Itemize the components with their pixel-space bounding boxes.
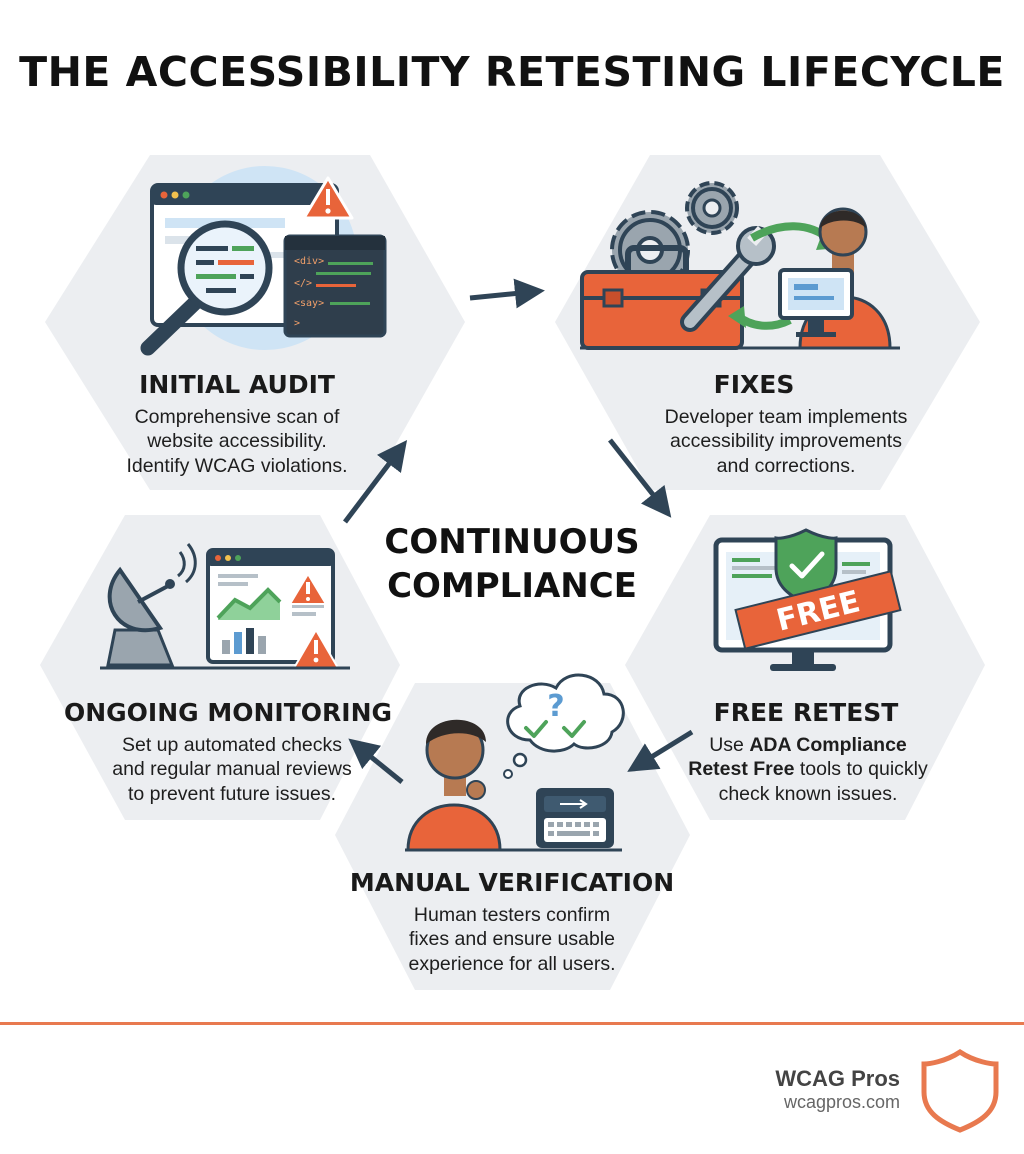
free-retest-text: Use <box>709 734 750 756</box>
free-retest-text: tools to quickly <box>794 758 928 781</box>
satellite-dish-icon <box>106 543 197 667</box>
code-line-2: </> <box>294 278 312 289</box>
ongoing-monitoring-heading: ONGOING MONITORING <box>63 698 393 727</box>
verification-illustration: ? <box>405 673 625 852</box>
code-line-1: <div> <box>294 256 324 267</box>
ongoing-monitoring-line: to prevent future issues. <box>127 782 337 805</box>
page-title: THE ACCESSIBILITY RETESTING LIFECYCLE <box>19 48 1005 96</box>
hex-manual-verification <box>335 683 690 990</box>
magnifier-icon <box>140 220 273 356</box>
shield-logo-icon <box>921 1048 999 1133</box>
gear-icon-small <box>685 181 739 235</box>
footer-divider <box>0 1022 1024 1025</box>
ongoing-monitoring-line: and regular manual reviews <box>112 758 352 781</box>
brand-url[interactable]: wcagpros.com <box>783 1092 900 1112</box>
arrow-retest-to-verification <box>627 729 694 772</box>
center-label-line: COMPLIANCE <box>387 566 637 607</box>
free-retest-description: Use ADA Compliance Retest Free tools to … <box>668 733 948 806</box>
free-retest-line-1: Use ADA Compliance <box>668 733 948 757</box>
arrow-audit-to-fixes <box>469 278 545 309</box>
initial-audit-line: website accessibility. <box>147 430 327 453</box>
fixes-line: and corrections. <box>716 454 856 477</box>
center-label: CONTINUOUS COMPLIANCE <box>384 520 639 608</box>
center-label-line: CONTINUOUS <box>384 522 640 562</box>
monitoring-illustration <box>100 543 350 670</box>
brand-name: WCAG Pros <box>775 1066 900 1091</box>
manual-verification-line: experience for all users. <box>408 952 616 975</box>
code-line-4: > <box>294 318 300 329</box>
fixes-illustration <box>580 181 900 350</box>
tester-avatar <box>406 719 502 852</box>
arrow-monitoring-to-audit <box>343 440 408 524</box>
free-retest-highlight: ADA Compliance <box>749 734 907 756</box>
initial-audit-line: Identify WCAG violations. <box>126 454 348 477</box>
fixes-heading: FIXES <box>713 370 795 399</box>
manual-verification-description: Human testers confirm fixes and ensure u… <box>367 903 657 976</box>
free-retest-highlight: Retest Free <box>688 758 795 781</box>
arrow-verification-to-monitoring <box>348 738 404 784</box>
audit-illustration: <div> </> <say> > <box>140 166 387 356</box>
question-mark: ? <box>547 689 564 724</box>
fixes-description: Developer team implements accessibility … <box>636 405 936 478</box>
warning-icon <box>302 176 354 220</box>
fixes-line: accessibility improvements <box>670 430 902 453</box>
manual-verification-heading: MANUAL VERIFICATION <box>349 868 675 897</box>
code-line-3: <say> <box>294 298 324 309</box>
warning-icon <box>289 573 327 605</box>
free-retest-line-2: Retest Free tools to quickly <box>668 757 948 781</box>
ongoing-monitoring-line: Set up automated checks <box>121 734 343 756</box>
manual-verification-line: fixes and ensure usable <box>409 928 615 951</box>
thought-bubble-icon: ? <box>503 673 625 779</box>
retest-illustration: FREE <box>713 528 902 671</box>
arrow-fixes-to-retest <box>608 438 672 518</box>
manual-verification-line: Human testers confirm <box>413 904 611 926</box>
initial-audit-description: Comprehensive scan of website accessibil… <box>92 405 382 478</box>
initial-audit-heading: INITIAL AUDIT <box>139 370 335 399</box>
initial-audit-line: Comprehensive scan of <box>134 406 340 428</box>
keyboard-icon <box>536 788 614 848</box>
developer-avatar <box>778 207 892 350</box>
ongoing-monitoring-description: Set up automated checks and regular manu… <box>82 733 382 806</box>
free-retest-heading: FREE RETEST <box>713 698 899 727</box>
fixes-line: Developer team implements <box>664 406 908 428</box>
free-retest-line-3: check known issues. <box>718 782 898 805</box>
